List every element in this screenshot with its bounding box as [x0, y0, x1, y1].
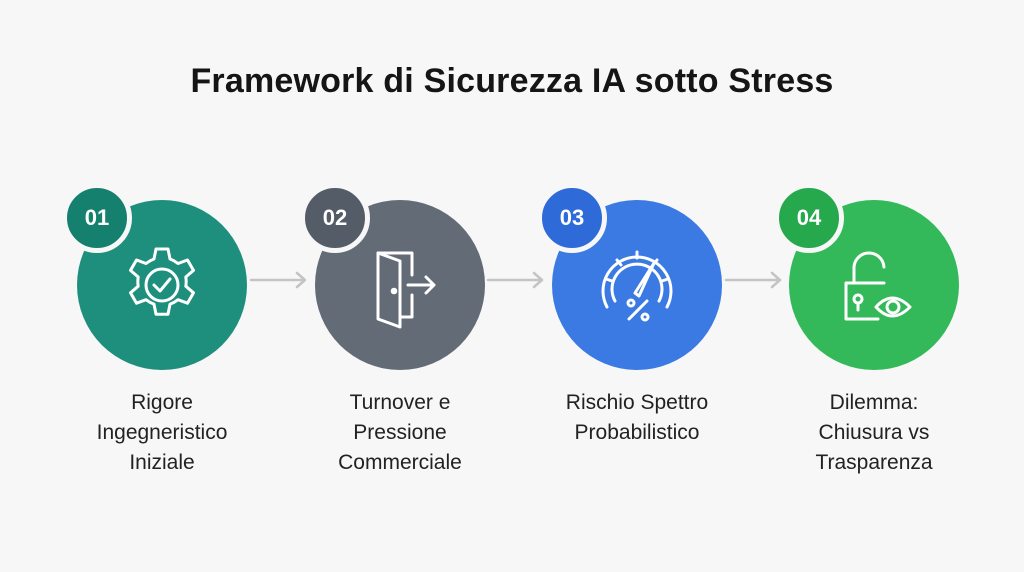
step-1-label-line: Rigore [131, 391, 193, 414]
connector-arrow-1 [249, 271, 307, 289]
step-2-label-line: Commerciale [338, 451, 462, 474]
gear-check-icon [118, 241, 206, 329]
connector-arrow-2 [486, 271, 544, 289]
step-3: 03 Rischio Spettro Probabilistico [522, 0, 752, 572]
diagram-title: Framework di Sicurezza IA sotto Stress [190, 62, 834, 100]
step-4-badge: 04 [774, 183, 844, 253]
step-3-label-line: Rischio Spettro [565, 391, 709, 414]
step-4-label-line: Chiusura vs [818, 421, 930, 444]
step-4-label: Dilemma: Chiusura vs Trasparenza [759, 388, 989, 478]
step-2-label-line: Turnover e [349, 391, 451, 414]
step-3-label-line: Probabilistico [574, 421, 700, 444]
step-1-label: Rigore Ingegneristico Iniziale [47, 388, 277, 478]
door-exit-icon [356, 241, 444, 329]
step-1-label-line: Ingegneristico [96, 421, 228, 444]
step-4-label-line: Trasparenza [815, 451, 933, 474]
step-4: 04 Dilemma: Chiusura vs Trasparenza [759, 0, 989, 572]
step-1-badge: 01 [62, 183, 132, 253]
step-1: 01 Rigore Ingegneristico Iniziale [47, 0, 277, 572]
unlocked-padlock-eye-icon [828, 241, 920, 329]
step-2-label-line: Pressione [353, 421, 447, 444]
step-1-label-line: Iniziale [129, 451, 195, 474]
step-3-label: Rischio Spettro Probabilistico [522, 388, 752, 448]
step-3-badge: 03 [537, 183, 607, 253]
step-2-label: Turnover e Pressione Commerciale [285, 388, 515, 478]
step-2: 02 Turnover e Pressione Commerciale [285, 0, 515, 572]
step-4-label-line: Dilemma: [829, 391, 919, 414]
gauge-percent-icon [591, 241, 683, 329]
connector-arrow-3 [724, 271, 782, 289]
step-2-badge: 02 [300, 183, 370, 253]
